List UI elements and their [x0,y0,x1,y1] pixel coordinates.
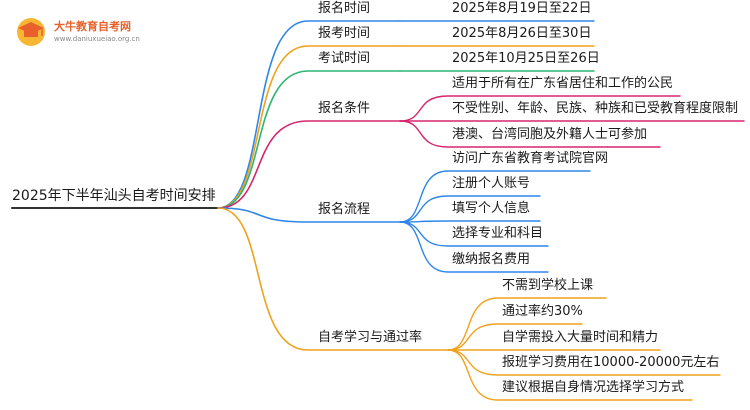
brand-url: www.daniuxueiao.org.cn [54,35,140,43]
branch-connector-3 [217,120,401,209]
leaf-label[interactable]: 注册个人账号 [452,176,531,191]
leaf-label[interactable]: 港澳、台湾同胞及外籍人士可参加 [452,127,648,142]
branch-label[interactable]: 自考学习与通过率 [318,330,423,345]
leaf-label[interactable]: 适用于所有在广东省居住和工作的公民 [452,76,674,91]
branch-label[interactable]: 报考时间 [318,26,371,41]
leaf-label[interactable]: 自学需投入大量时间和精力 [502,330,659,345]
brand-logo[interactable]: 大牛教育自考网 www.daniuxueiao.org.cn [14,14,164,50]
branch-connector-4 [217,207,401,223]
leaf-connector [399,95,681,122]
leaf-label[interactable]: 报班学习费用在10000-20000元左右 [502,355,720,370]
leaf-label[interactable]: 2025年8月26日至30日 [452,26,592,41]
leaf-connector [447,349,693,401]
leaf-label[interactable]: 2025年8月19日至22日 [452,1,592,16]
leaf-label[interactable]: 不受性别、年龄、民族、种族和已受教育程度限制 [452,101,739,116]
leaf-label[interactable]: 不需到学校上课 [502,278,594,293]
leaf-label[interactable]: 填写个人信息 [452,201,531,216]
branch-connector-5 [217,207,449,351]
branch-label[interactable]: 考试时间 [318,51,371,66]
leaf-connector [399,170,591,223]
graduation-cap-icon [17,18,45,46]
leaf-connector [447,323,583,351]
leaf-connector [399,221,549,247]
leaf-label[interactable]: 建议根据自身情况选择学习方式 [502,380,685,395]
branch-connector-0 [217,20,401,209]
leaf-connector [447,297,607,351]
branch-label[interactable]: 报名条件 [318,101,371,116]
leaf-label[interactable]: 选择专业和科目 [452,226,544,241]
leaf-connector [399,120,661,148]
leaf-connector [447,349,721,376]
leaf-label[interactable]: 2025年10月25日至26日 [452,51,600,66]
branch-label[interactable]: 报名时间 [318,1,371,16]
leaf-label[interactable]: 访问广东省教育考试院官网 [452,151,609,166]
leaf-connector [399,220,541,223]
brand-title: 大牛教育自考网 [54,20,131,33]
leaf-connector [399,195,541,223]
root-topic[interactable]: 2025年下半年汕头自考时间安排 [12,188,216,204]
leaf-connector [399,221,549,273]
branch-connector-2 [217,70,401,209]
branch-label[interactable]: 报名流程 [318,202,371,217]
leaf-label[interactable]: 缴纳报名费用 [452,252,531,267]
branch-connector-1 [217,45,401,209]
leaf-label[interactable]: 通过率约30% [502,304,583,319]
